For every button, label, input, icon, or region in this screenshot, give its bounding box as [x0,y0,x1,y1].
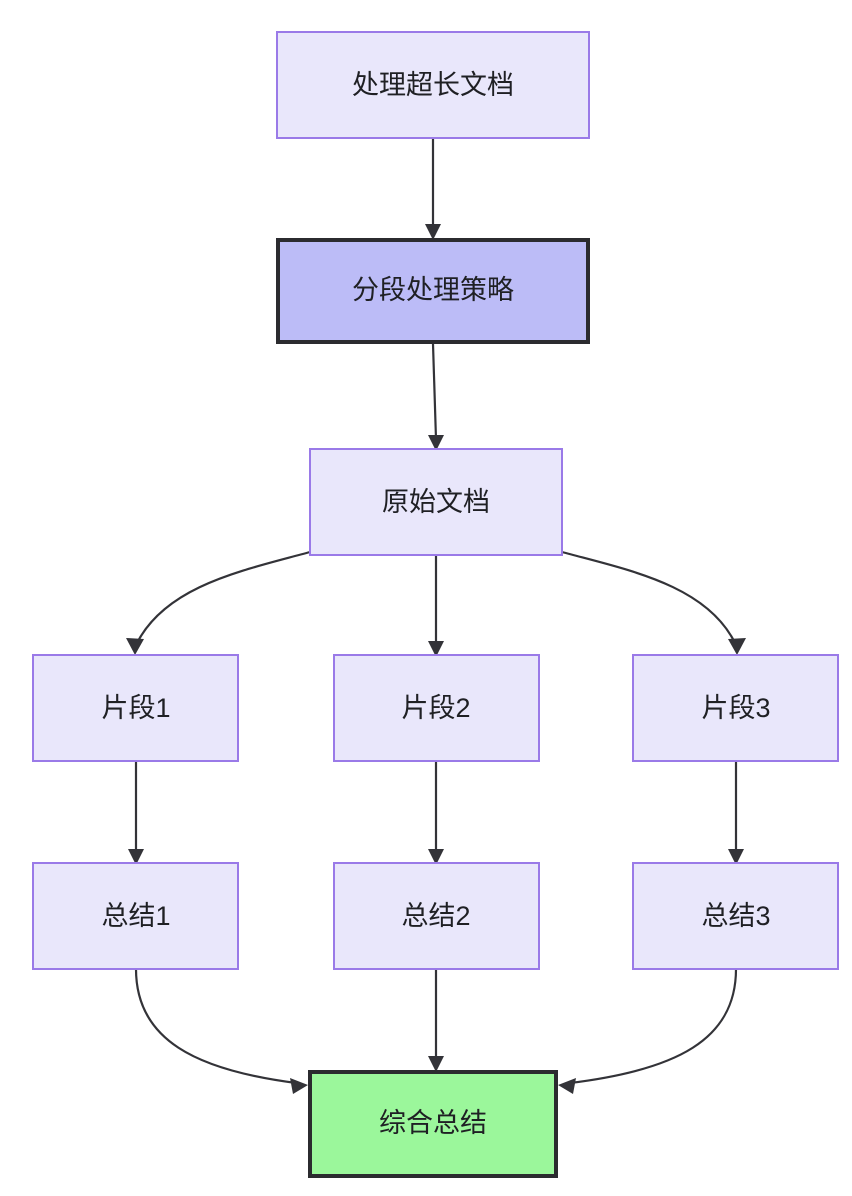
node-combined-summary-label: 综合总结 [379,1108,487,1138]
node-chunking-strategy[interactable]: 分段处理策略 [276,238,590,344]
node-summary-3[interactable]: 总结3 [632,862,839,970]
node-process-long-document-label: 处理超长文档 [352,70,514,100]
edge-source-to-fragment3 [561,550,746,655]
node-combined-summary-box[interactable] [308,1070,558,1178]
node-fragment-2-box[interactable] [333,654,540,762]
node-process-long-document-box[interactable] [276,31,590,139]
node-summary-2[interactable]: 总结2 [333,862,540,970]
edge-summary2-to-final [428,969,444,1072]
node-summary-1-box[interactable] [32,862,239,970]
node-fragment-3[interactable]: 片段3 [632,654,839,762]
node-summary-1[interactable]: 总结1 [32,862,239,970]
node-fragment-1-box[interactable] [32,654,239,762]
node-chunking-strategy-label: 分段处理策略 [352,275,514,305]
node-summary-2-box[interactable] [333,862,540,970]
node-fragment-1[interactable]: 片段1 [32,654,239,762]
node-source-document[interactable]: 原始文档 [309,448,563,556]
node-chunking-strategy-box[interactable] [276,238,590,344]
edge-fragment1-to-summary1 [128,761,144,865]
node-summary-3-box[interactable] [632,862,839,970]
node-fragment-2[interactable]: 片段2 [333,654,540,762]
edge-summary3-to-final [558,968,738,1094]
node-process-long-document[interactable]: 处理超长文档 [276,31,590,139]
node-summary-2-label: 总结2 [401,901,470,931]
edge-process-to-strategy [425,138,441,240]
node-fragment-3-label: 片段3 [701,693,770,723]
edge-group [126,138,746,1094]
edge-summary1-to-final [134,968,308,1094]
node-fragment-2-label: 片段2 [401,693,470,723]
node-fragment-3-box[interactable] [632,654,839,762]
node-source-document-label: 原始文档 [382,487,490,517]
node-summary-3-label: 总结3 [701,901,770,931]
node-group: 处理超长文档 分段处理策略 原始文档 片段1 片段2 片段3 [32,31,839,1178]
edge-fragment3-to-summary3 [728,761,744,865]
edge-source-to-fragment1 [126,550,311,655]
edge-source-to-fragment2 [428,555,444,657]
node-source-document-box[interactable] [309,448,563,556]
node-fragment-1-label: 片段1 [101,693,170,723]
edge-strategy-to-source [428,343,444,451]
node-combined-summary[interactable]: 综合总结 [308,1070,558,1178]
node-summary-1-label: 总结1 [101,901,170,931]
edge-fragment2-to-summary2 [428,761,444,865]
